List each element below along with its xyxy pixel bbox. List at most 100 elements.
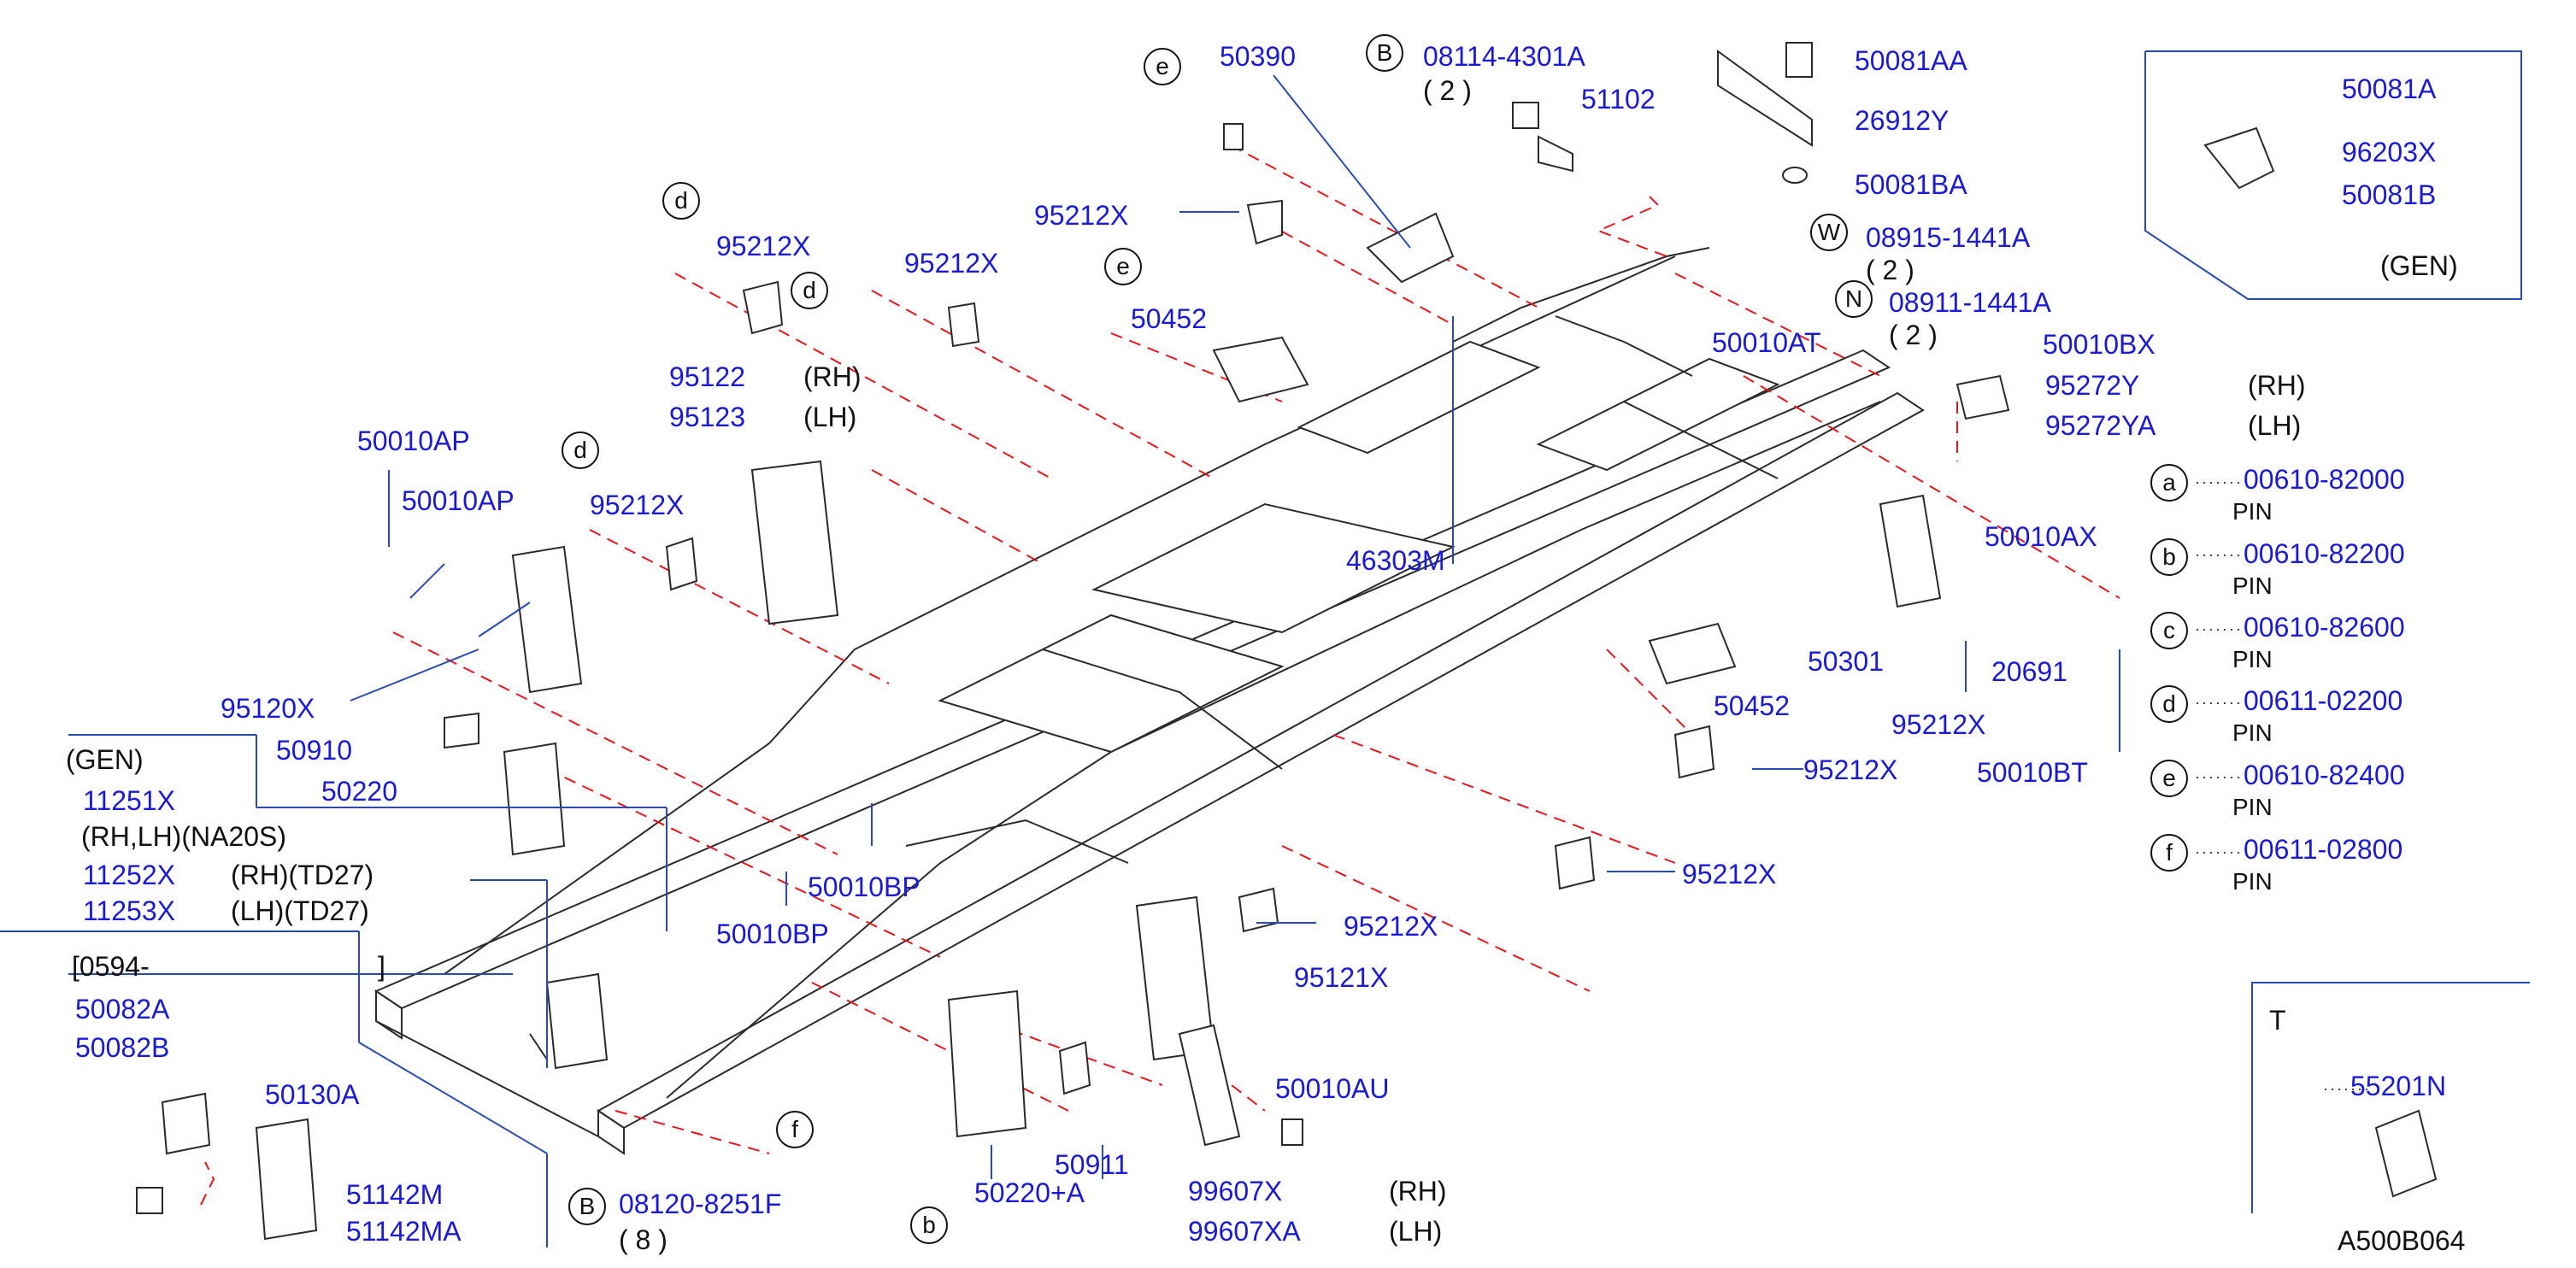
date-range-start: [0594- (72, 951, 150, 982)
part-label-50301: 50301 (1808, 646, 1884, 677)
part-label-50910: 50910 (276, 735, 352, 766)
part-label-50010ap-2: 50010AP (402, 485, 515, 516)
part-label-11253x: 11253X (83, 895, 175, 926)
pin-kind-c: PIN (2232, 646, 2273, 672)
callout-d: d (562, 431, 599, 469)
part-label-50010bp-1: 50010BP (808, 872, 920, 902)
pin-leaders (2197, 482, 2367, 1090)
pin-kind-d: PIN (2232, 719, 2273, 746)
part-label-50010at: 50010AT (1712, 327, 1821, 358)
side-note-lh: (LH) (803, 402, 857, 432)
side-note-rh: (RH) (2248, 370, 2306, 401)
side-note-lh: (LH) (1389, 1216, 1443, 1247)
part-label-95212x-r3: 95212X (1682, 859, 1777, 889)
pin-kind-e: PIN (2232, 794, 2273, 820)
part-label-95120x: 95120X (221, 693, 315, 724)
part-label-99607xa: 99607XA (1188, 1216, 1301, 1247)
date-range-end: ] (378, 951, 385, 982)
part-label-50010ax: 50010AX (1985, 521, 2097, 552)
inset-label-96203x: 96203X (2342, 137, 2437, 167)
pin-kind-f: PIN (2232, 868, 2273, 895)
part-label-26912y: 26912Y (1855, 105, 1950, 136)
part-label-50452-top: 50452 (1131, 303, 1207, 334)
quantity-label: ( 8 ) (619, 1224, 668, 1255)
part-label-95212x-d3: 95212X (590, 490, 685, 520)
pin-part-a: 00610-82000 (2244, 464, 2405, 495)
part-label-08120-8251f: 08120-8251F (619, 1189, 782, 1219)
inset-boxes (2144, 50, 2530, 1213)
part-label-11251x: 11251X (83, 785, 175, 816)
part-label-08114-4301a: 08114-4301A (1423, 41, 1585, 72)
callout-e: e (1144, 48, 1181, 85)
callout-e: e (1104, 248, 1142, 285)
part-label-50010au: 50010AU (1275, 1073, 1390, 1104)
part-label-50010bp-2: 50010BP (716, 919, 829, 949)
part-label-50081ba: 50081BA (1855, 169, 1967, 200)
pin-callout-f: f (2150, 834, 2188, 872)
pin-part-e: 00610-82400 (2244, 760, 2405, 790)
part-label-50452-mid: 50452 (1714, 690, 1790, 721)
leader-lines (0, 74, 2120, 1247)
part-label-99607x: 99607X (1188, 1176, 1283, 1206)
applicability-note-na20s: (RH,LH)(NA20S) (81, 821, 287, 852)
part-label-95122: 95122 (669, 361, 745, 392)
part-label-95123: 95123 (669, 402, 745, 432)
pin-part-d: 00611-02200 (2244, 685, 2403, 716)
callout-f: f (776, 1111, 814, 1148)
pin-callout-a: a (2150, 464, 2188, 502)
part-label-51142ma: 51142MA (346, 1216, 462, 1247)
inset-label-55201n: 55201N (2350, 1071, 2447, 1101)
part-label-46303m: 46303M (1346, 545, 1445, 576)
part-label-08915-1441a: 08915-1441A (1866, 222, 2031, 253)
part-label-95212x-r1: 95212X (1891, 709, 1986, 740)
callout-w: W (1810, 214, 1848, 251)
callout-n: N (1835, 280, 1873, 318)
inset-label-50081b: 50081B (2342, 179, 2437, 210)
pin-part-b: 00610-82200 (2244, 538, 2405, 569)
part-label-95212x-r2: 95212X (1803, 754, 1898, 785)
part-label-95212x-b: 95212X (1344, 911, 1438, 942)
gen-note-left: (GEN) (66, 744, 144, 775)
part-label-51102: 51102 (1581, 84, 1656, 114)
callout-d: d (791, 272, 828, 309)
part-label-50010ap-1: 50010AP (357, 426, 470, 456)
inset-gen-note: (GEN) (2380, 250, 2458, 281)
part-label-11252x: 11252X (83, 860, 175, 890)
part-label-50082b: 50082B (75, 1032, 170, 1063)
side-note-rh: (RH) (803, 361, 862, 392)
part-label-51142m: 51142M (346, 1179, 444, 1210)
part-label-08911-1441a: 08911-1441A (1889, 287, 2051, 318)
pin-callout-c: c (2150, 612, 2188, 649)
diagram-code: A500B064 (2338, 1225, 2466, 1256)
pin-kind-b: PIN (2232, 572, 2273, 599)
part-label-95121x: 95121X (1294, 962, 1389, 993)
pin-kind-a: PIN (2232, 498, 2273, 525)
inset-label-50081a: 50081A (2342, 73, 2437, 104)
part-label-95212x-d1: 95212X (716, 231, 811, 261)
applicability-note-lh-td27: (LH)(TD27) (231, 895, 369, 926)
part-label-50911: 50911 (1055, 1149, 1129, 1180)
part-label-50081aa: 50081AA (1855, 45, 1967, 76)
part-label-95272ya: 95272YA (2045, 410, 2156, 441)
quantity-label: ( 2 ) (1866, 255, 1914, 285)
part-label-50010bx: 50010BX (2043, 329, 2155, 360)
part-label-50130a: 50130A (265, 1079, 360, 1110)
part-label-95212x-d2: 95212X (904, 248, 999, 279)
pin-callout-b: b (2150, 538, 2188, 576)
inset-t-title: T (2269, 1005, 2286, 1036)
callout-b: b (910, 1206, 948, 1244)
part-label-50010bt: 50010BT (1977, 757, 2088, 788)
part-label-50082a: 50082A (75, 994, 170, 1024)
side-note-lh: (LH) (2248, 410, 2302, 441)
callout-b: B (568, 1188, 606, 1225)
part-label-20691: 20691 (1991, 656, 2067, 687)
part-label-50220: 50220 (321, 776, 397, 807)
side-note-rh: (RH) (1389, 1176, 1447, 1206)
pin-callout-e: e (2150, 760, 2188, 797)
part-label-95272y: 95272Y (2045, 370, 2140, 401)
pin-part-f: 00611-02800 (2244, 834, 2403, 865)
applicability-note-rh-td27: (RH)(TD27) (231, 860, 374, 890)
callout-b: B (1366, 34, 1403, 72)
